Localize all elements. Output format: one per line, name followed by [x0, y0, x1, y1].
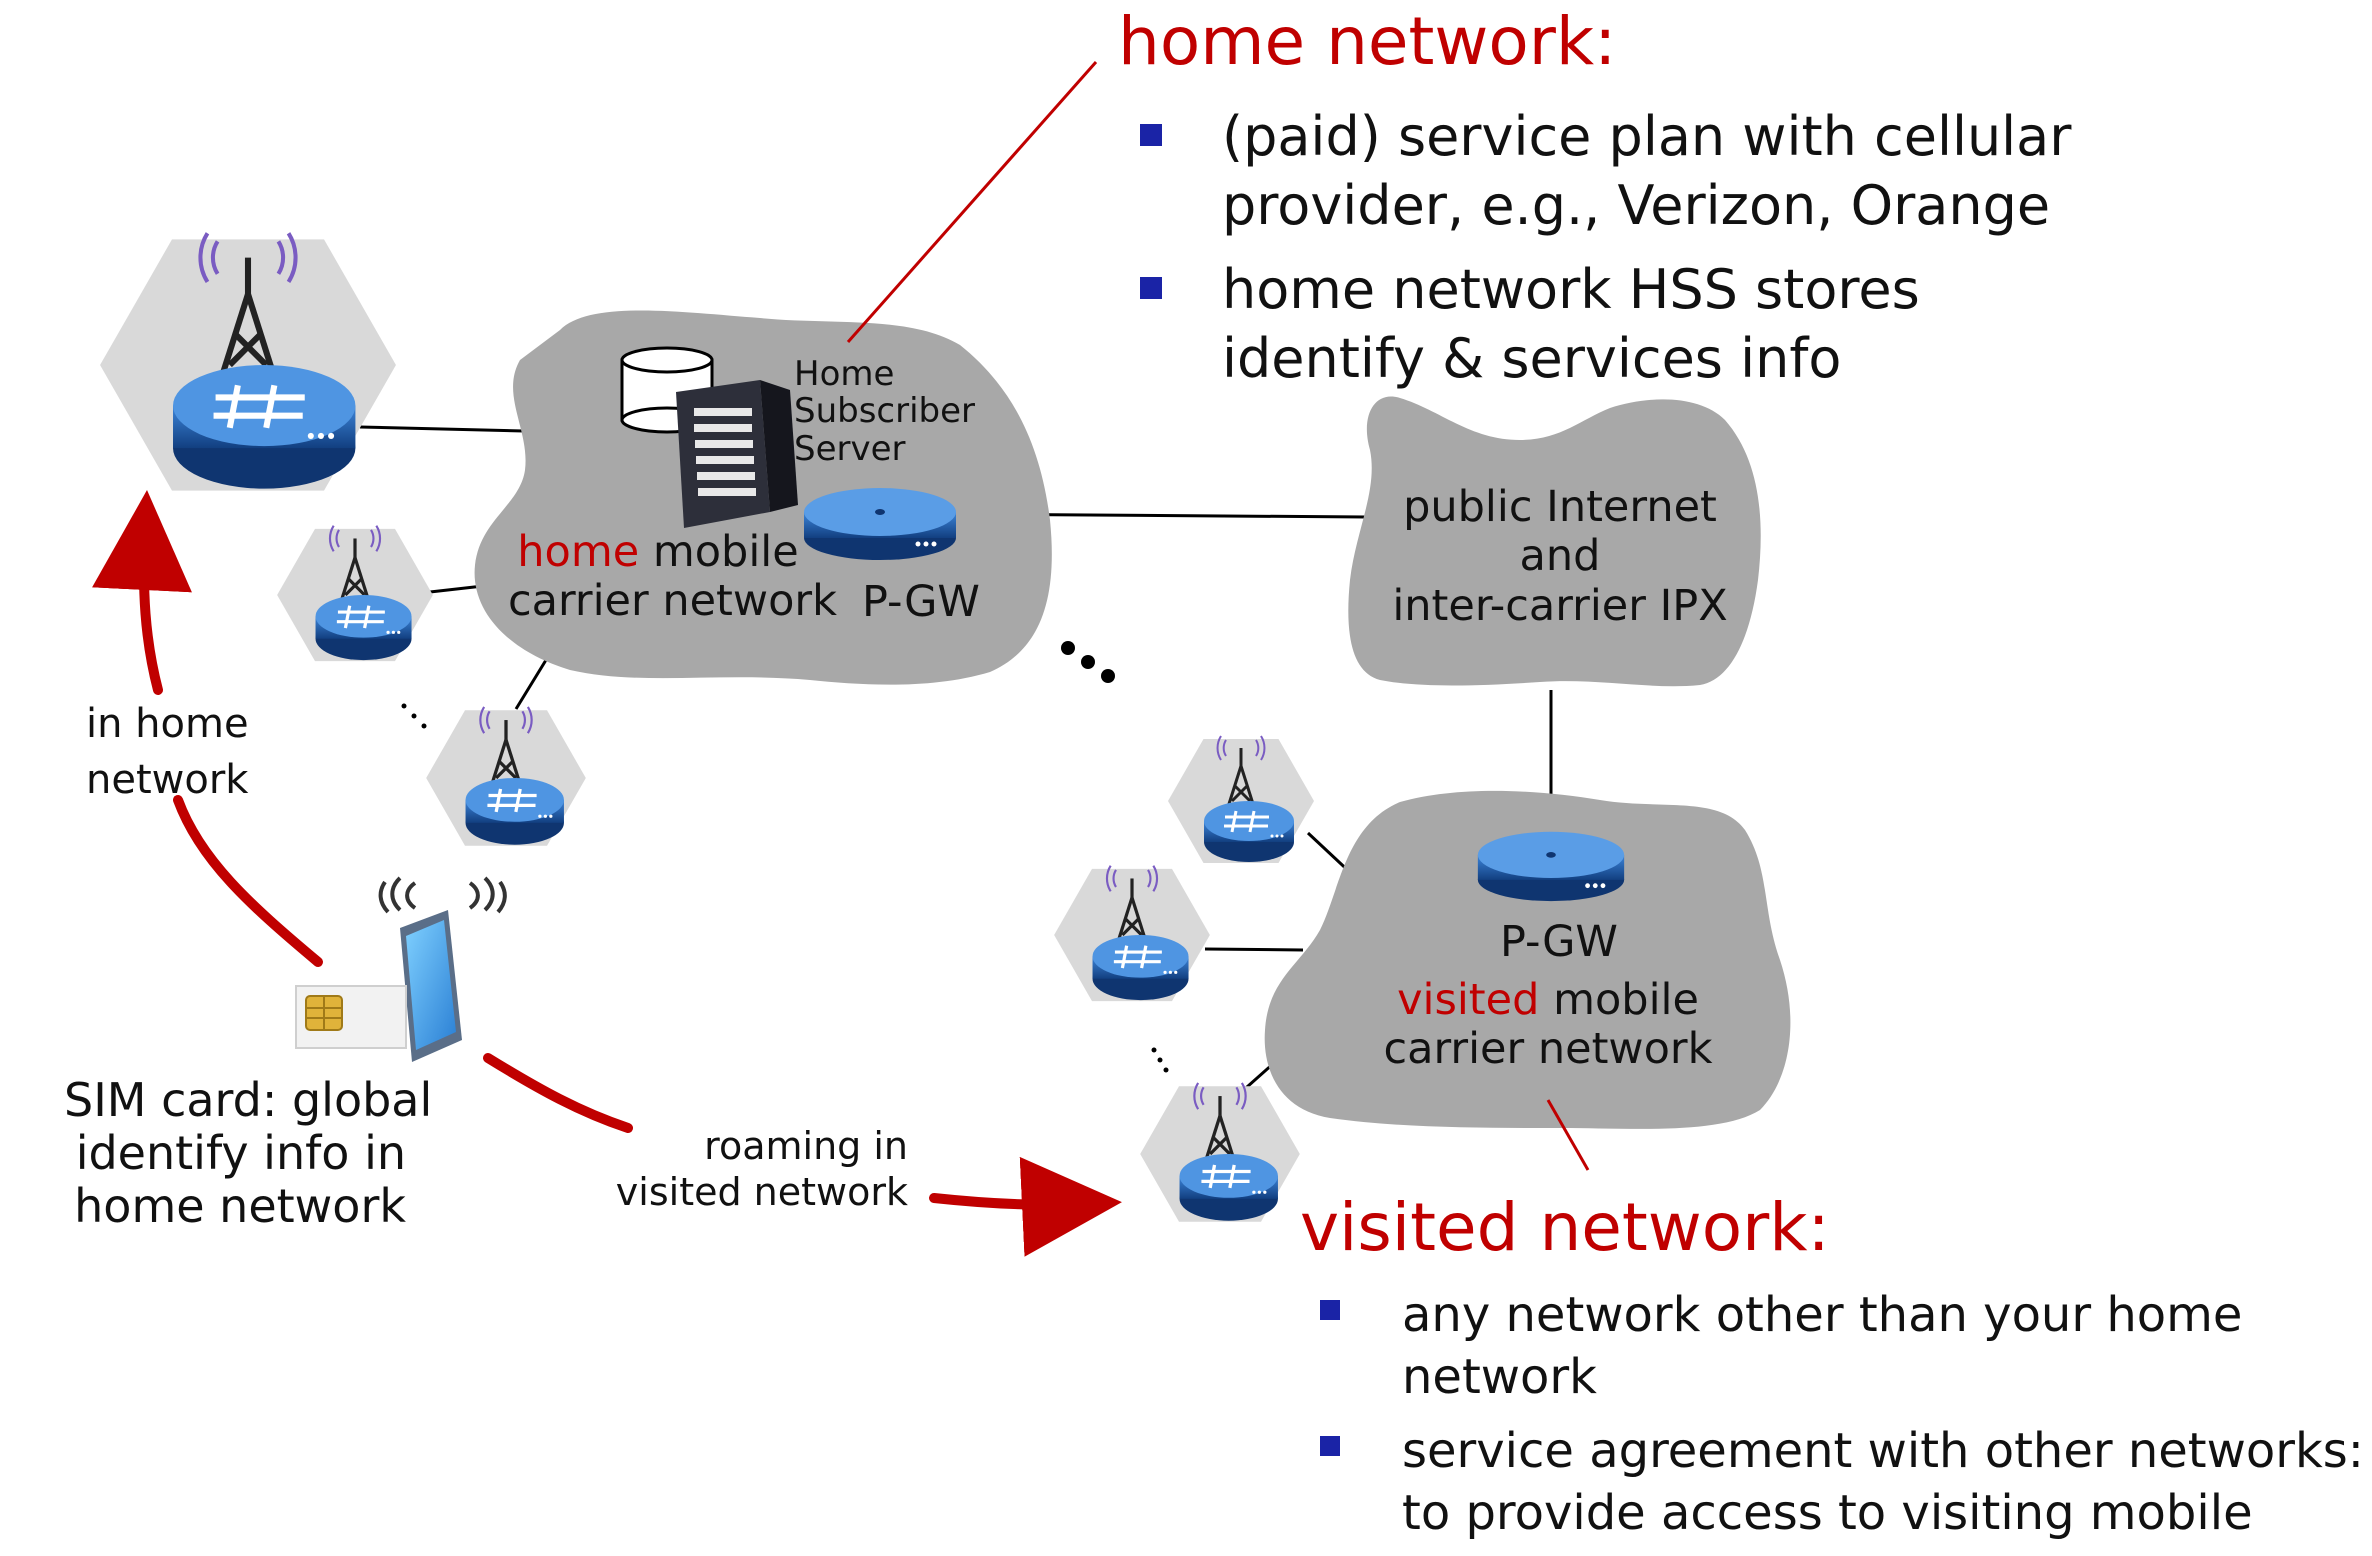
- bullet-icon: [1140, 124, 1162, 146]
- visited-callout-line: [1546, 1099, 1590, 1171]
- home-network-heading: home network:: [1118, 3, 1617, 80]
- sim-card-label: SIM card: global identify info in home n…: [64, 1073, 433, 1233]
- home-pgw-label: P-GW: [862, 577, 980, 627]
- bullet-icon: [1140, 277, 1162, 299]
- roaming-label: roaming in visited network: [615, 1124, 908, 1214]
- smartphone-icon: [400, 910, 462, 1062]
- base-station-visited-3: [1138, 1081, 1302, 1224]
- home-carrier-network-label: home mobile carrier network: [508, 527, 837, 627]
- in-home-network-label: in home network: [86, 701, 249, 803]
- link-bs5-visited: [1204, 947, 1304, 952]
- home-bullet-2: home network HSS stores identify & servi…: [1140, 255, 1920, 393]
- ellipsis-dot: [1061, 641, 1075, 655]
- base-station-visited-2: [1052, 863, 1212, 1003]
- base-station-home-3: [424, 705, 588, 848]
- phone-signal-icon: [378, 876, 507, 914]
- visited-pgw-label: P-GW: [1500, 917, 1618, 967]
- ellipsis-dot: [1101, 669, 1115, 683]
- home-callout-line: [846, 61, 1098, 343]
- internet-cloud-label: public Internet and inter-carrier IPX: [1392, 482, 1728, 631]
- visited-network-heading: visited network:: [1300, 1189, 1830, 1266]
- visited-bullet-1-line-2: network: [1402, 1349, 1597, 1406]
- home-bullet-1-line-1: (paid) service plan with cellular: [1222, 105, 2072, 168]
- ellipsis-dot: [1081, 655, 1095, 669]
- sim-card-icon: [295, 985, 407, 1049]
- visited-carrier-network-label: visited mobile carrier network: [1383, 975, 1713, 1075]
- visited-carrier-cloud: [1264, 790, 1791, 1129]
- link-bs3-home: [514, 659, 548, 710]
- bullet-icon: [1320, 1436, 1340, 1456]
- home-bullet-2-line-1: home network HSS stores: [1222, 258, 1920, 321]
- server-rack-icon: [676, 380, 798, 528]
- in-home-arrow: [144, 530, 323, 967]
- home-bullet-2-line-2: identify & services info: [1222, 327, 1842, 391]
- home-bullet-1: (paid) service plan with cellular provid…: [1140, 102, 2071, 240]
- visited-bullet-2-line-1: service agreement with other networks:: [1402, 1423, 2364, 1479]
- visited-pgw-router-icon: [1477, 831, 1625, 902]
- home-bullet-1-line-2: provider, e.g., Verizon, Orange: [1222, 174, 2051, 238]
- visited-bullet-2: service agreement with other networks: t…: [1320, 1420, 2364, 1545]
- roaming-arrow: [483, 1053, 1082, 1205]
- base-station-visited-1: [1166, 734, 1316, 865]
- base-station-home-2: [275, 523, 435, 663]
- base-station-home-large: [100, 233, 396, 490]
- hss-label: Home Subscriber Server: [794, 354, 976, 469]
- internet-cloud: [1348, 396, 1761, 687]
- home-pgw-router-icon: [804, 488, 956, 560]
- bullet-icon: [1320, 1300, 1340, 1320]
- visited-bullet-1: any network other than your home network: [1320, 1284, 2242, 1409]
- visited-bullet-2-line-2: to provide access to visiting mobile: [1402, 1485, 2253, 1542]
- visited-bullet-1-line-1: any network other than your home: [1402, 1287, 2243, 1343]
